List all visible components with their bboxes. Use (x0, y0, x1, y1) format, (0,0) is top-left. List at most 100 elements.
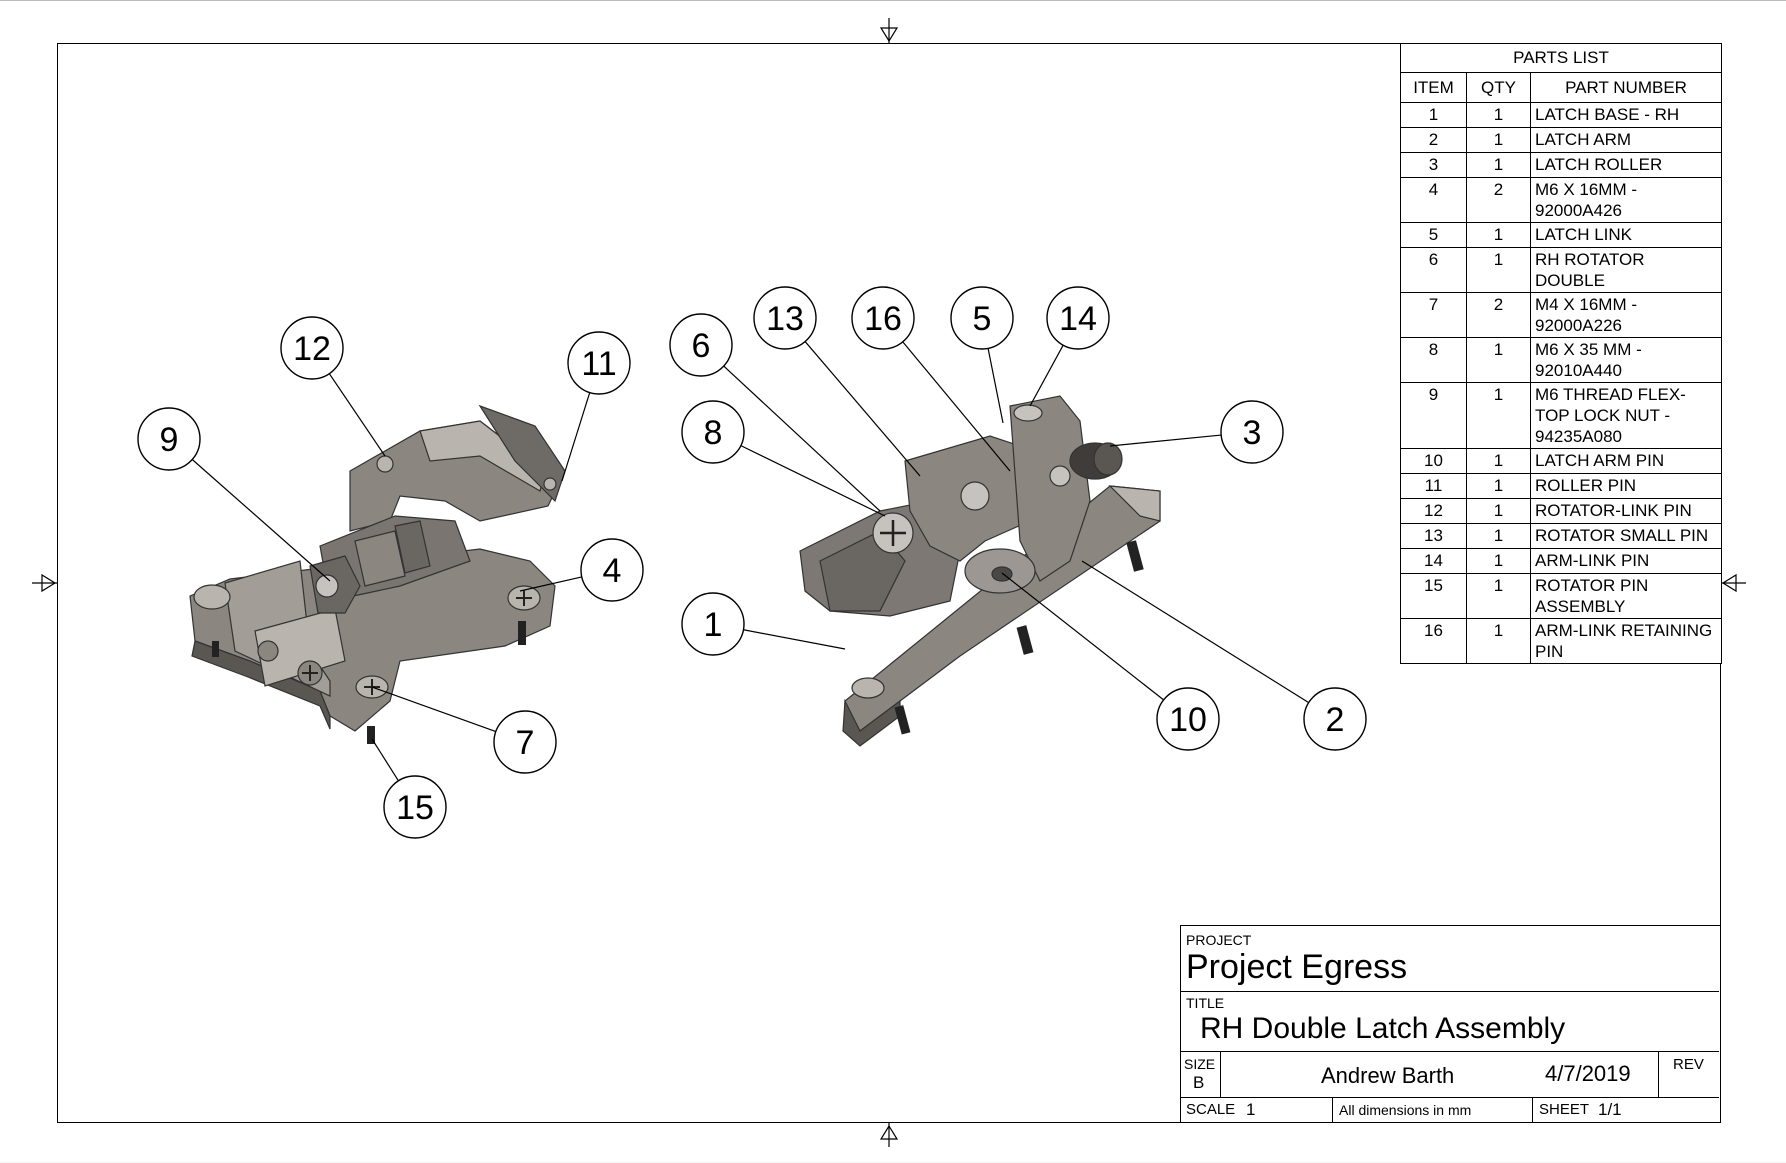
item-balloon-number: 6 (692, 327, 711, 365)
item-balloon (1156, 687, 1220, 751)
item-balloon-number: 4 (603, 552, 622, 590)
balloon-leader-line (328, 373, 386, 457)
parts-number-cell: ROTATOR PIN ASSEMBLY (1529, 573, 1723, 619)
item-balloon (950, 286, 1014, 350)
item-balloon (493, 710, 557, 774)
parts-qty-cell: 1 (1466, 127, 1531, 153)
parts-qty-cell: 1 (1466, 548, 1531, 574)
parts-item-cell: 11 (1400, 473, 1467, 499)
item-balloon (1220, 400, 1284, 464)
author-name: Andrew Barth (1321, 1063, 1455, 1088)
project-label: PROJECT (1186, 932, 1252, 948)
col-header-part-number: PART NUMBER (1529, 72, 1723, 103)
item-balloon (137, 407, 201, 471)
size-cell: SIZE B (1181, 1052, 1221, 1098)
parts-item-cell: 6 (1400, 247, 1467, 293)
item-balloon (383, 775, 447, 839)
parts-item-cell: 14 (1400, 548, 1467, 574)
parts-qty-cell: 1 (1466, 498, 1531, 524)
col-header-item: ITEM (1400, 72, 1467, 103)
item-balloon (851, 286, 915, 350)
parts-number-cell: ROTATOR-LINK PIN (1529, 498, 1723, 524)
item-balloon-number: 2 (1326, 701, 1345, 739)
parts-item-cell: 1 (1400, 102, 1467, 128)
item-balloon (669, 313, 733, 377)
item-balloon (580, 538, 644, 602)
sheet-cell: SHEET 1/1 (1533, 1098, 1719, 1122)
balloon-leader-line (1001, 572, 1164, 701)
parts-number-cell: LATCH BASE - RH (1529, 102, 1723, 128)
parts-number-cell: ARM-LINK RETAINING PIN (1529, 618, 1723, 664)
parts-item-cell: 16 (1400, 618, 1467, 664)
item-balloon-number: 14 (1059, 300, 1097, 338)
item-balloon-number: 5 (973, 300, 992, 338)
size-label: SIZE (1184, 1056, 1216, 1072)
balloon-leader-line (987, 348, 1004, 424)
author-date-cell: Andrew Barth 4/7/2019 (1221, 1052, 1659, 1098)
parts-qty-cell: 1 (1466, 618, 1531, 664)
item-balloon (1303, 687, 1367, 751)
balloon-leader-line (1109, 434, 1222, 447)
parts-qty-cell: 1 (1466, 337, 1531, 383)
size-value: B (1193, 1073, 1205, 1092)
parts-qty-cell: 1 (1466, 222, 1531, 248)
item-balloon-number: 13 (766, 300, 804, 338)
balloon-leader-line (191, 459, 331, 582)
balloon-leader-line (371, 738, 399, 782)
scale-value: 1 (1246, 1100, 1256, 1119)
parts-number-cell: ROTATOR SMALL PIN (1529, 523, 1723, 549)
project-name: Project Egress (1186, 948, 1408, 986)
item-balloon (681, 592, 745, 656)
parts-item-cell: 13 (1400, 523, 1467, 549)
parts-list-title: PARTS LIST (1399, 43, 1723, 73)
parts-item-cell: 15 (1400, 573, 1467, 619)
parts-number-cell: ROLLER PIN (1529, 473, 1723, 499)
center-markers (32, 18, 1746, 1147)
item-balloon-number: 10 (1169, 701, 1207, 739)
scale-cell: SCALE 1 (1181, 1098, 1333, 1122)
item-balloon-number: 12 (293, 330, 331, 368)
parts-qty-cell: 2 (1466, 292, 1531, 338)
item-balloon-number: 7 (516, 724, 535, 762)
item-balloon (280, 316, 344, 380)
rev-label: REV (1673, 1056, 1704, 1073)
balloon-leader-line (519, 576, 582, 592)
balloon-leader-line (740, 445, 886, 517)
item-balloon (681, 400, 745, 464)
rev-cell: REV (1659, 1052, 1719, 1098)
item-balloon (1046, 286, 1110, 350)
parts-item-cell: 7 (1400, 292, 1467, 338)
parts-item-cell: 8 (1400, 337, 1467, 383)
balloon-leader-line (561, 392, 591, 482)
balloon-leader-line (804, 341, 921, 477)
parts-number-cell: RH ROTATOR DOUBLE (1529, 247, 1723, 293)
balloon-leader-line (1081, 560, 1310, 704)
col-header-qty: QTY (1466, 72, 1531, 103)
title-block: PROJECT Project Egress TITLE RH Double L… (1180, 925, 1721, 1123)
left-assembly-view (189, 404, 566, 744)
parts-qty-cell: 1 (1466, 152, 1531, 178)
item-balloon-number: 16 (864, 300, 902, 338)
drawing-title: RH Double Latch Assembly (1200, 1012, 1566, 1045)
item-balloon-number: 9 (160, 421, 179, 459)
parts-number-cell: LATCH LINK (1529, 222, 1723, 248)
parts-number-cell: M6 X 35 MM - 92010A440 (1529, 337, 1723, 383)
balloon-leader-line (371, 686, 497, 733)
drawing-date: 4/7/2019 (1545, 1061, 1631, 1086)
scale-label: SCALE (1186, 1101, 1236, 1118)
item-balloon (753, 286, 817, 350)
parts-item-cell: 2 (1400, 127, 1467, 153)
right-assembly-view (799, 395, 1161, 747)
parts-item-cell: 9 (1400, 382, 1467, 449)
balloon-leader-line (1029, 344, 1064, 407)
parts-item-cell: 5 (1400, 222, 1467, 248)
